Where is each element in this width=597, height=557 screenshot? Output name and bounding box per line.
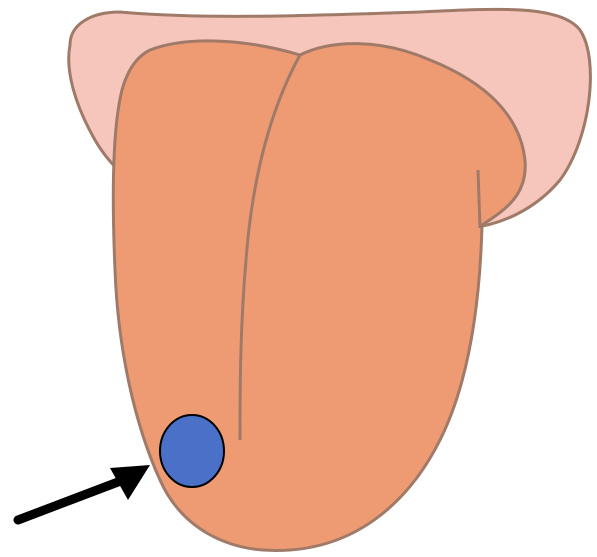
tongue-side-fold [478, 170, 480, 228]
location-marker-dot [160, 415, 224, 487]
pointer-arrow-icon [18, 465, 150, 520]
